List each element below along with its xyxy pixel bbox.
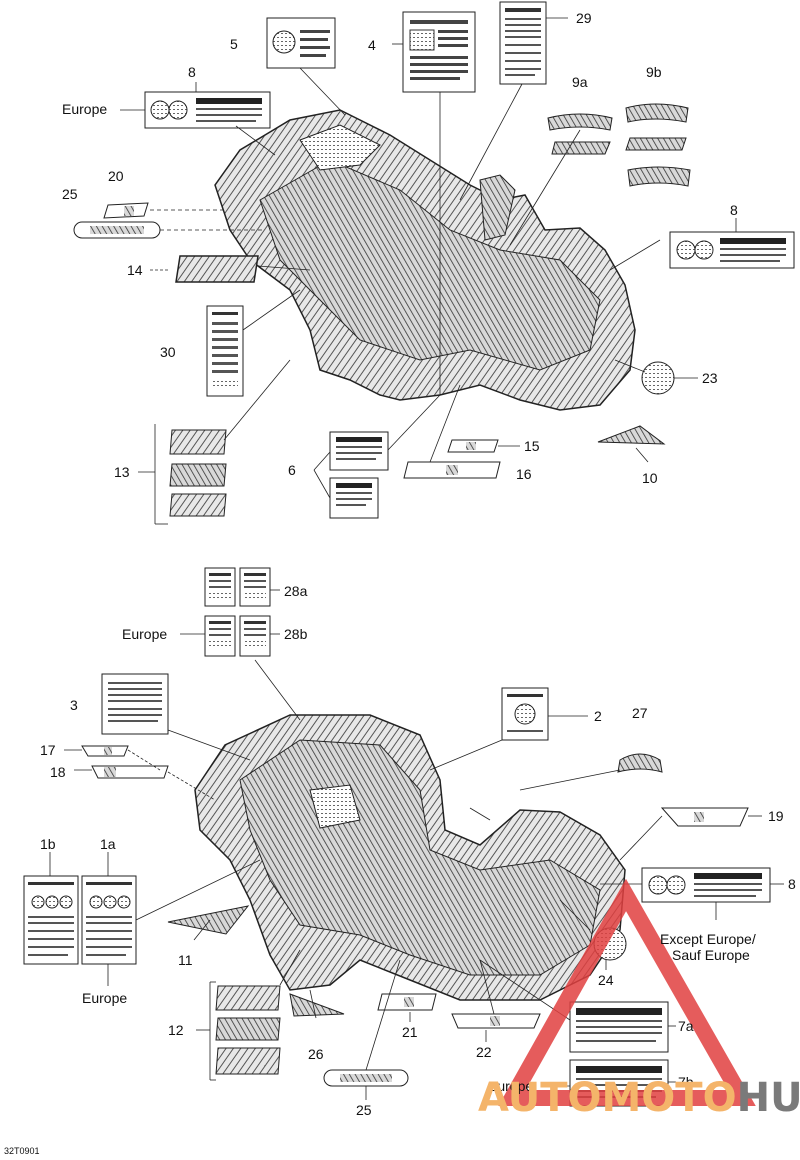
decal-14 <box>175 255 259 283</box>
decal-4 <box>402 11 476 93</box>
callout-9a: 9a <box>572 74 588 90</box>
callout-24: 24 <box>598 972 614 988</box>
label-europe-7b: Europe <box>488 1078 534 1094</box>
decal-22 <box>451 1013 541 1029</box>
bottom-leader-lines <box>49 589 784 1100</box>
watermark-text: AUTOMOTOHUB <box>478 1076 800 1120</box>
callout-9b: 9b <box>646 64 662 80</box>
callout-30: 30 <box>160 344 176 360</box>
callout-23: 23 <box>702 370 718 386</box>
watermark-text-part1: AUTOMOTO <box>478 1075 737 1121</box>
bottom-vehicle-frame <box>194 714 626 1001</box>
decal-19 <box>660 807 749 827</box>
callout-12: 12 <box>168 1022 184 1038</box>
decal-9a <box>547 113 613 155</box>
watermark-text-part2: HUB <box>736 1075 800 1121</box>
decal-2 <box>501 687 549 741</box>
decal-16 <box>403 461 501 479</box>
decal-18 <box>91 765 169 779</box>
decal-28b <box>204 615 271 657</box>
decal-6 <box>329 431 389 519</box>
callout-20: 20 <box>108 168 124 184</box>
callout-14: 14 <box>127 262 143 278</box>
callout-19: 19 <box>768 808 784 824</box>
callout-1b: 1b <box>40 836 56 852</box>
callout-28b: 28b <box>284 626 308 642</box>
callout-25-bottom: 25 <box>356 1102 372 1118</box>
decal-25-bottom <box>323 1069 409 1087</box>
decal-30 <box>206 305 244 397</box>
callout-4: 4 <box>368 37 376 53</box>
diagram-code: 32T0901 <box>4 1146 40 1156</box>
callout-8-top-right: 8 <box>730 202 738 218</box>
callout-10: 10 <box>642 470 658 486</box>
callout-17: 17 <box>40 742 56 758</box>
decal-8-top-left <box>144 91 271 129</box>
watermark-triangle <box>498 878 756 1106</box>
callout-8-bottom: 8 <box>788 876 796 892</box>
decal-10 <box>597 425 666 445</box>
callout-16: 16 <box>516 466 532 482</box>
callout-2: 2 <box>594 708 602 724</box>
decal-17 <box>81 745 129 757</box>
label-europe-1a: Europe <box>82 990 128 1006</box>
callout-6: 6 <box>288 462 296 478</box>
callout-3: 3 <box>70 697 78 713</box>
callout-15: 15 <box>524 438 540 454</box>
callout-21: 21 <box>402 1024 418 1040</box>
decal-7a <box>569 1001 669 1053</box>
decal-9b <box>625 103 691 187</box>
decal-20 <box>103 202 149 219</box>
decal-28a <box>204 567 271 607</box>
callout-27: 27 <box>632 705 648 721</box>
label-europe-top: Europe <box>62 101 108 117</box>
decal-26 <box>289 993 345 1017</box>
decal-23 <box>641 361 675 395</box>
callout-26: 26 <box>308 1046 324 1062</box>
decal-11 <box>167 905 250 935</box>
callout-13: 13 <box>114 464 130 480</box>
callout-29: 29 <box>576 10 592 26</box>
callout-18: 18 <box>50 764 66 780</box>
callout-25-top: 25 <box>62 186 78 202</box>
top-vehicle-frame <box>214 109 636 411</box>
decal-5 <box>266 17 336 69</box>
decal-8-bottom <box>641 867 771 903</box>
label-europe-28b: Europe <box>122 626 168 642</box>
callout-22: 22 <box>476 1044 492 1060</box>
label-sauf-europe: Sauf Europe <box>672 947 750 963</box>
decal-3 <box>101 673 169 735</box>
callout-1a: 1a <box>100 836 116 852</box>
decal-1b <box>23 875 79 965</box>
decal-25-top <box>73 221 161 239</box>
decal-21 <box>377 993 437 1011</box>
decal-8-top-right <box>669 231 795 269</box>
callout-7a: 7a <box>678 1018 694 1034</box>
label-except-europe: Except Europe/ <box>660 931 756 947</box>
callout-5: 5 <box>230 36 238 52</box>
decal-12 <box>215 985 281 1075</box>
decal-1a <box>81 875 137 965</box>
decal-29 <box>499 1 547 85</box>
decal-15 <box>447 439 499 453</box>
callout-8-top-left: 8 <box>188 64 196 80</box>
callout-28a: 28a <box>284 583 308 599</box>
decal-27 <box>617 753 663 773</box>
callout-7b: 7b <box>678 1074 694 1090</box>
callout-11: 11 <box>178 952 193 968</box>
top-leader-lines <box>120 17 737 525</box>
decal-13 <box>169 429 227 517</box>
